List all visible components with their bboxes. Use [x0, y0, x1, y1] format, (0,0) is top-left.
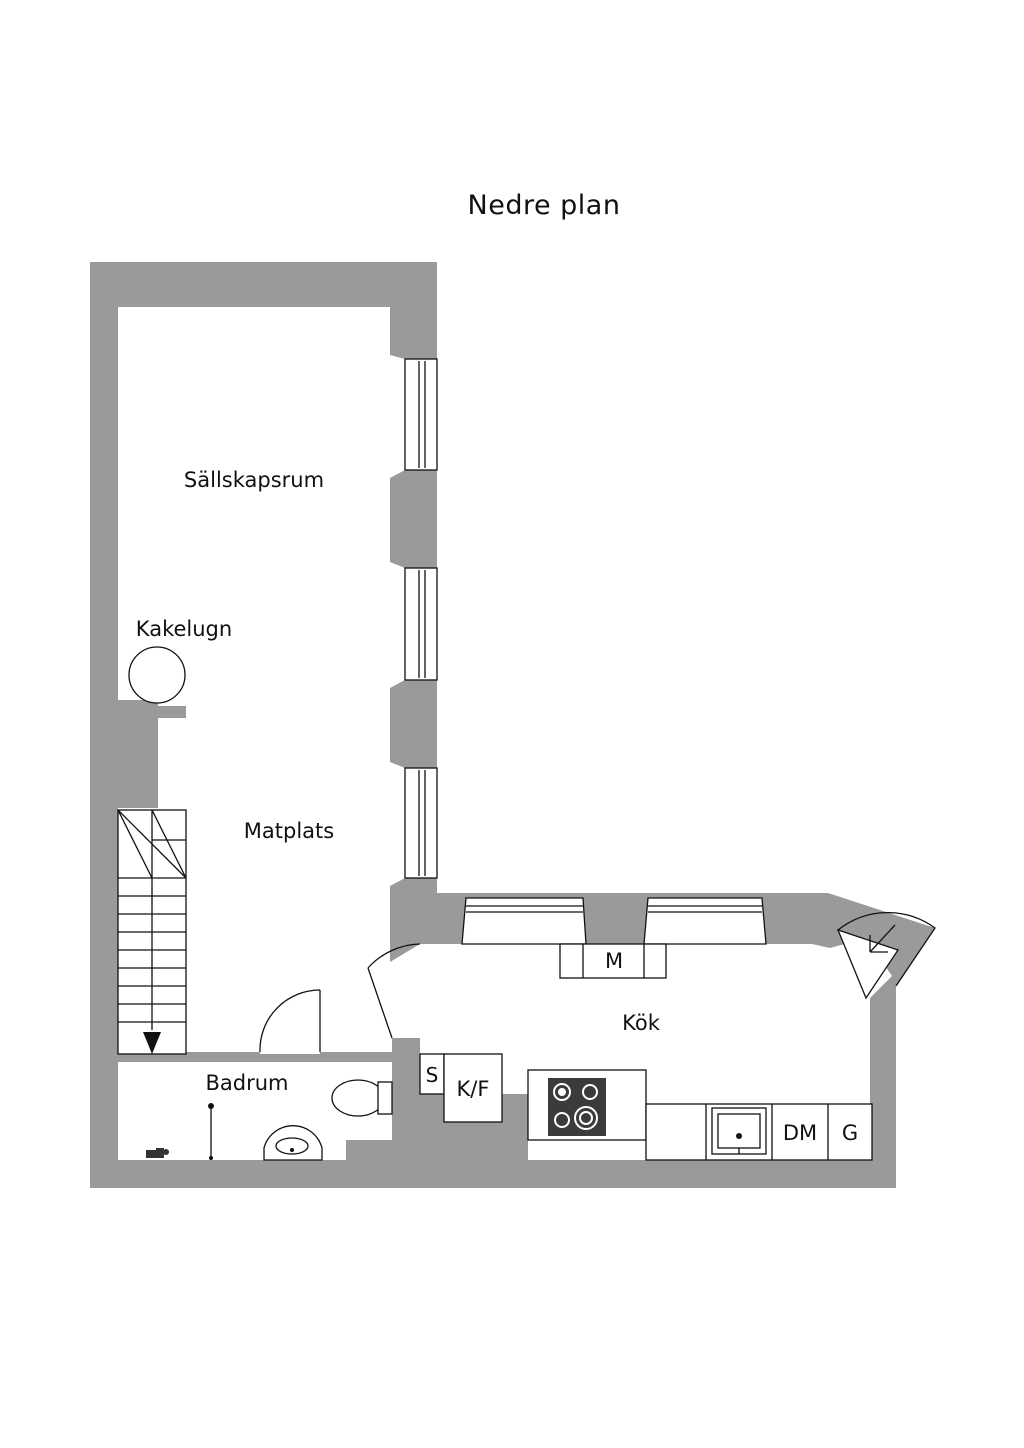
kitchen-bottom-wall [392, 1162, 896, 1188]
g-unit-label: G [842, 1121, 858, 1145]
room-label-bathroom: Badrum [205, 1071, 288, 1095]
microwave-label: M [605, 949, 623, 973]
room-label-living: Sällskapsrum [184, 468, 324, 492]
stove-wall-ledge [158, 706, 186, 718]
window-east-1 [404, 358, 438, 471]
bath-wall-left [118, 1052, 260, 1062]
bath-wall-right [320, 1052, 392, 1062]
fridge-freezer-label: K/F [457, 1077, 490, 1101]
stove-wall-niche [118, 700, 158, 808]
kitchen-door-swing [367, 943, 421, 1039]
room-label-kitchen: Kök [622, 1011, 661, 1035]
shower-icon [208, 1103, 214, 1160]
toilet-icon [331, 1079, 393, 1117]
washbasin-icon [263, 1125, 323, 1161]
plan-title: Nedre plan [467, 190, 621, 221]
kitchen-left-wall [392, 1038, 420, 1162]
bathroom-door-swing [259, 989, 321, 1053]
room-label-dining: Matplats [244, 819, 334, 843]
bathroom-floor [118, 1062, 392, 1160]
window-north-2 [643, 897, 767, 945]
window-north-1 [461, 897, 587, 945]
sink-counter [645, 1103, 873, 1161]
door-swing-icon [836, 911, 936, 1000]
window-east-2 [404, 567, 438, 681]
dishwasher-label: DM [783, 1121, 817, 1145]
stairs-arrow-icon [143, 1032, 161, 1054]
window-east-3 [404, 767, 438, 879]
fridge-freezer [443, 1053, 503, 1123]
storage-label: S [426, 1063, 439, 1087]
cooktop-counter [527, 1069, 647, 1141]
floor-area [118, 307, 892, 1160]
floor-drain-icon [146, 1148, 169, 1158]
storage-cabinet [419, 1053, 445, 1095]
stairs [117, 809, 187, 1055]
tile-stove-icon [128, 646, 186, 704]
bath-corner [346, 1140, 392, 1162]
sink-icon [711, 1107, 767, 1155]
microwave-cabinet [559, 943, 667, 979]
stove-label: Kakelugn [136, 617, 232, 641]
